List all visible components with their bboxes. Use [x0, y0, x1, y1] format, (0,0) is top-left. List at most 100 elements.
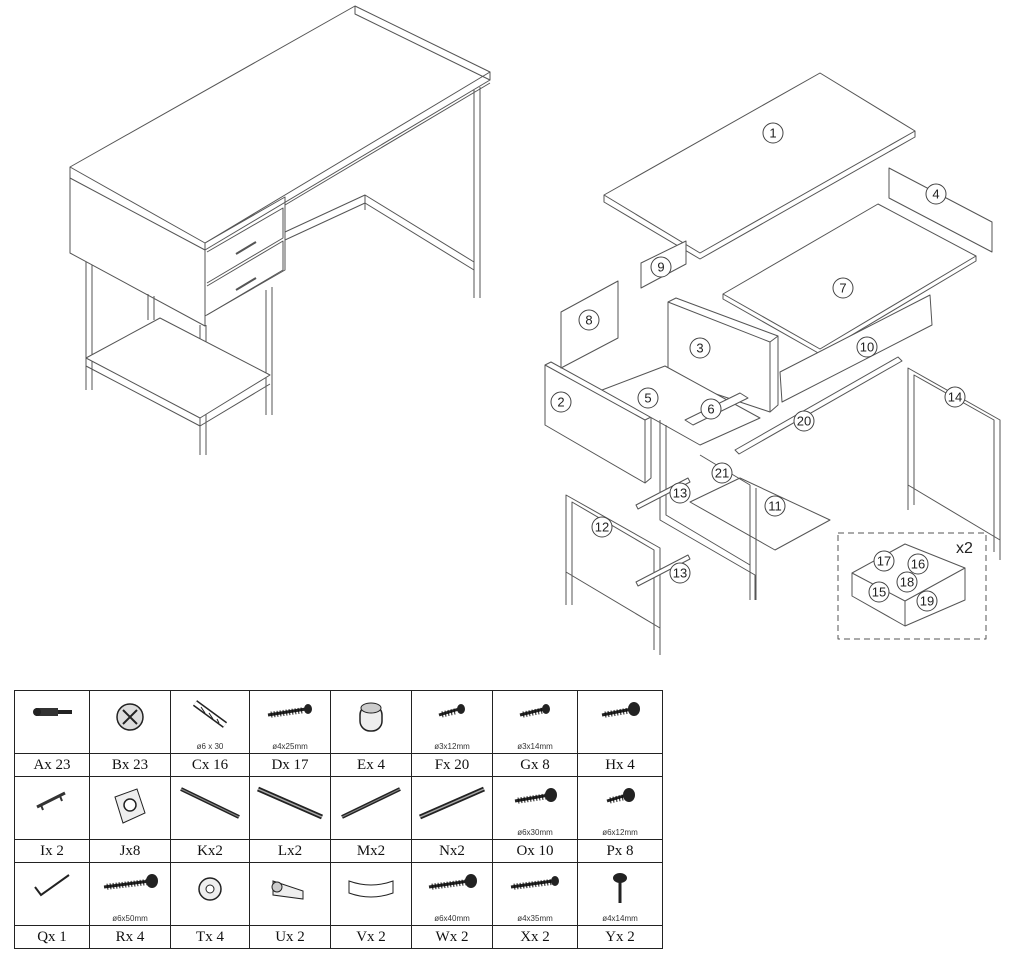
part-13-slide-lower [635, 554, 691, 587]
part-callout-circle [762, 122, 784, 144]
part-number-18: 18 [900, 575, 914, 590]
part-callout-circle [578, 309, 600, 331]
part-number-14: 14 [948, 390, 962, 405]
hardware-cell [14, 776, 90, 840]
screw-4x25-icon [260, 697, 320, 732]
bolt-6x50-icon [100, 869, 160, 904]
hardware-quantity-label: Yx 2 [577, 925, 663, 949]
hardware-size-caption: ø6x50mm [112, 914, 148, 923]
upper-drawer [206, 207, 284, 284]
hardware-cell: ø3x12mm [411, 690, 493, 754]
part-callout-circle [669, 482, 691, 504]
hardware-icon-row: ø6 x 30 ø4x25mm ø3x12mm ø3x14mm [14, 690, 663, 754]
hardware-quantity-label: Px 8 [577, 839, 663, 863]
part-number-3: 3 [696, 341, 703, 356]
hardware-size-caption: ø4x25mm [272, 742, 308, 751]
part-callout-circle [700, 398, 722, 420]
handle-icon [27, 783, 77, 818]
part-callout-circle [868, 581, 890, 603]
hardware-size-caption: ø6x40mm [434, 914, 470, 923]
hardware-icon-row: ø6x50mm ø6x40mm ø4x35mm ø4x14mm [14, 862, 663, 926]
cam-lock-icon [105, 697, 155, 742]
part-callout-circle [925, 183, 947, 205]
part-callout-circle [916, 590, 938, 612]
hardware-cell: ø6x40mm [411, 862, 493, 926]
part-number-12: 12 [595, 520, 609, 535]
part-11-bottom-shelf [689, 477, 831, 551]
slide-n-icon [414, 783, 490, 828]
part-callout-circle [689, 337, 711, 359]
hardware-cell [577, 690, 663, 754]
hardware-quantity-label: Xx 2 [492, 925, 578, 949]
hardware-cell [14, 862, 90, 926]
slide-l-icon [252, 783, 328, 828]
part-number-7: 7 [839, 281, 846, 296]
hardware-cell [330, 862, 412, 926]
part-number-1: 1 [769, 126, 776, 141]
part-callout-circle [896, 571, 918, 593]
part-number-17: 17 [877, 554, 891, 569]
part-number-11: 11 [768, 499, 782, 514]
part-5-drawer-shelf [601, 365, 761, 446]
screw-4x14-icon [605, 869, 635, 914]
hardware-cell: ø6x50mm [89, 862, 171, 926]
hardware-quantity-label: Gx 8 [492, 753, 578, 777]
lower-drawer [206, 240, 284, 316]
hardware-quantity-label: Cx 16 [170, 753, 250, 777]
part-number-21: 21 [715, 466, 729, 481]
assembled-desk-illustration [69, 5, 491, 455]
bolt-short-icon [590, 697, 650, 732]
part-number-15: 15 [872, 585, 886, 600]
hardware-quantity-label: Dx 17 [249, 753, 331, 777]
hardware-cell: ø4x14mm [577, 862, 663, 926]
part-callout-circle [711, 462, 733, 484]
hardware-quantity-label: Ex 4 [330, 753, 412, 777]
hardware-cell: ø3x14mm [492, 690, 578, 754]
hardware-cell: ø6 x 30 [170, 690, 250, 754]
hardware-quantity-label: Jx8 [89, 839, 171, 863]
hardware-size-caption: ø4x35mm [517, 914, 553, 923]
part-number-4: 4 [932, 187, 939, 202]
part-callout-circle [669, 562, 691, 584]
strap-icon [341, 869, 401, 914]
part-12-leg-frame [565, 494, 661, 655]
hardware-quantity-label: Kx2 [170, 839, 250, 863]
hardware-quantity-label: Tx 4 [170, 925, 250, 949]
hardware-quantity-label: Hx 4 [577, 753, 663, 777]
drawer-group-box [837, 532, 987, 640]
part-4-back-rail [888, 167, 993, 253]
hardware-quantity-label: Bx 23 [89, 753, 171, 777]
hardware-cell [330, 690, 412, 754]
bolt-6x30-icon [505, 783, 565, 818]
part-callout-circle [591, 516, 613, 538]
hardware-quantity-label: Qx 1 [14, 925, 90, 949]
hardware-quantity-label: Rx 4 [89, 925, 171, 949]
slide-m-icon [336, 783, 406, 828]
part-callout-circle [856, 336, 878, 358]
hardware-quantity-label: Ux 2 [249, 925, 331, 949]
part-number-10: 10 [860, 340, 874, 355]
part-callout-circle [550, 391, 572, 413]
hardware-cell: ø4x25mm [249, 690, 331, 754]
hardware-quantity-label: Fx 20 [411, 753, 493, 777]
hardware-size-caption: ø3x14mm [517, 742, 553, 751]
drawer-multiplier: x2 [956, 540, 973, 557]
hardware-cell [411, 776, 493, 840]
part-number-8: 8 [585, 313, 592, 328]
hardware-quantity-label: Lx2 [249, 839, 331, 863]
part-number-16: 16 [911, 557, 925, 572]
bottom-shelf [85, 317, 271, 419]
hardware-cell [170, 862, 250, 926]
part-callout-circle [793, 410, 815, 432]
hardware-size-caption: ø6x30mm [517, 828, 553, 837]
part-number-20: 20 [797, 414, 811, 429]
hardware-quantity-label: Mx2 [330, 839, 412, 863]
part-callout-circle [650, 256, 672, 278]
bracket-icon [107, 783, 153, 834]
hardware-cell [249, 862, 331, 926]
